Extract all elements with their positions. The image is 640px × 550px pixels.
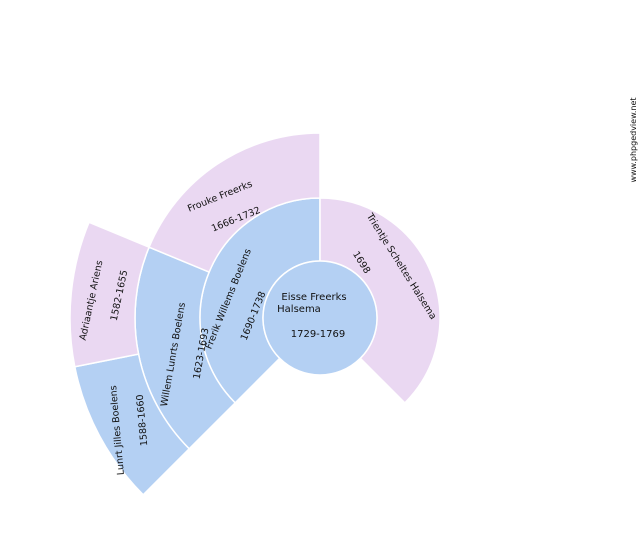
root-dates: 1729-1769 <box>291 329 346 340</box>
root-circle[interactable] <box>262 260 378 376</box>
person-root[interactable]: Eisse Freerks Halsema 1729-1769 <box>262 260 378 376</box>
root-name-line1: Eisse Freerks <box>281 292 346 303</box>
great-grandfather-dates: 1588-1660 <box>135 394 150 447</box>
ancestor-segments <box>69 132 441 496</box>
segment-great-grandmother[interactable] <box>69 221 151 368</box>
site-credit[interactable]: www.phpgedview.net <box>629 97 638 182</box>
root-name-line2: Halsema <box>277 304 321 315</box>
segment-great-grandfather[interactable] <box>73 353 191 496</box>
